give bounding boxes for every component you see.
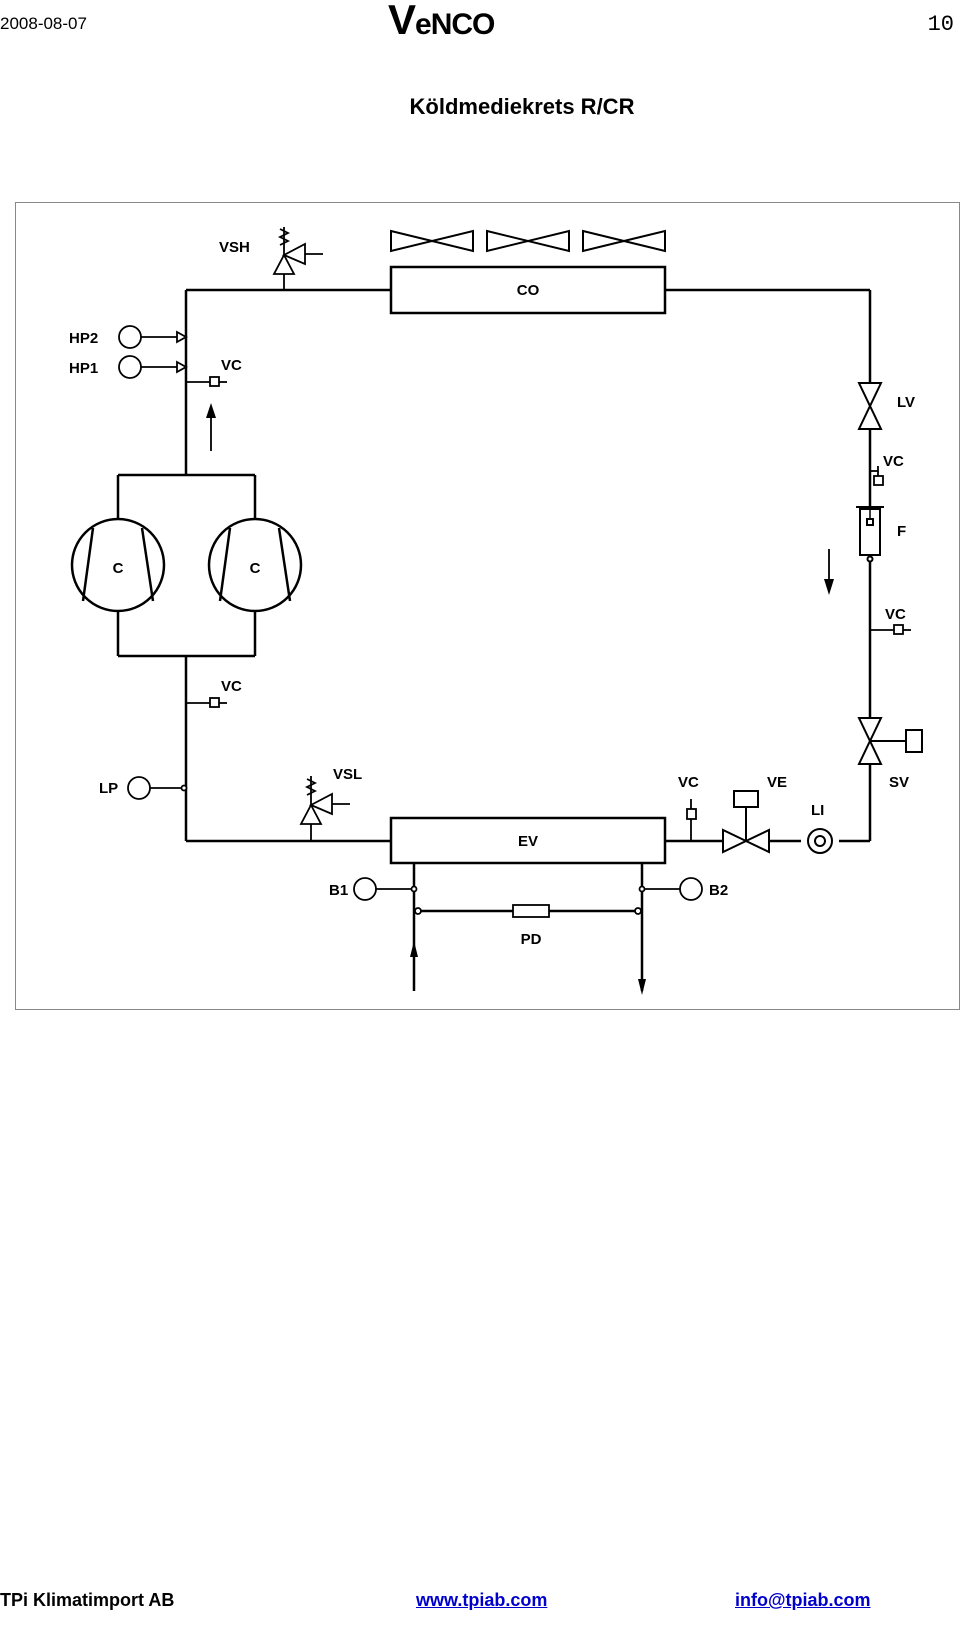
- header-date: 2008-08-07: [0, 14, 87, 33]
- circuit-svg: CO EV VSH HP2: [69, 227, 923, 995]
- sv-solenoid-valve-icon: [857, 717, 923, 765]
- logo-letter-v: V: [388, 0, 416, 43]
- label-vc-suction: VC: [221, 678, 242, 695]
- label-vc-after-f: VC: [885, 606, 906, 623]
- label-vc-liquid: VC: [678, 774, 699, 791]
- label-lp: LP: [99, 780, 118, 797]
- venco-logo: VeNCO: [388, 0, 495, 44]
- logo-letters: eNCO: [415, 8, 495, 41]
- label-vsl: VSL: [333, 766, 362, 783]
- vc-suction-service-valve-icon: [186, 697, 227, 708]
- label-sv: SV: [889, 774, 909, 791]
- brine-outlet-arrow-icon: [638, 979, 646, 995]
- page-title: Köldmediekrets R/CR: [409, 94, 635, 119]
- lv-shutoff-valve-icon: [857, 382, 883, 430]
- hp1-pressure-switch-icon: [118, 355, 188, 379]
- label-vsh: VSH: [219, 239, 250, 256]
- label-co: CO: [517, 282, 540, 299]
- label-compressor-right: C: [250, 560, 261, 577]
- flow-arrow-down-icon: [824, 549, 834, 595]
- footer-website[interactable]: www.tpiab.com: [416, 1590, 547, 1611]
- li-sight-glass-icon: [807, 828, 833, 854]
- footer-company: TPi Klimatimport AB: [0, 1590, 175, 1610]
- label-compressor-left: C: [113, 560, 124, 577]
- fan-1: [390, 229, 474, 253]
- compressor-right-icon: [207, 517, 303, 613]
- b1-temperature-sensor-icon: [353, 877, 418, 901]
- condenser-fans: [390, 229, 666, 253]
- label-li: LI: [811, 802, 824, 819]
- label-b2: B2: [709, 882, 728, 899]
- vc-liquid-lower-service-valve-icon: [870, 624, 911, 635]
- pd-differential-pressure-icon: [414, 904, 642, 918]
- vc-injection-service-valve-icon: [686, 799, 697, 841]
- label-pd: PD: [521, 931, 542, 948]
- refrigerant-circuit-diagram: CO EV VSH HP2: [15, 202, 960, 1010]
- label-lv: LV: [897, 394, 915, 411]
- label-f: F: [897, 523, 906, 540]
- label-ve: VE: [767, 774, 787, 791]
- fan-2: [486, 229, 570, 253]
- footer-email[interactable]: info@tpiab.com: [735, 1590, 871, 1611]
- email-link[interactable]: info@tpiab.com: [735, 1590, 871, 1610]
- label-vc-discharge: VC: [221, 357, 242, 374]
- filter-drier-icon: [856, 506, 884, 563]
- label-b1: B1: [329, 882, 348, 899]
- vsh-safety-valve-icon: [272, 227, 323, 290]
- main-pipes: [116, 288, 872, 991]
- label-vc-after-lv: VC: [883, 453, 904, 470]
- condenser-box: [389, 265, 667, 315]
- compressor-left-icon: [70, 517, 166, 613]
- evaporator-box: [389, 816, 667, 865]
- vsl-safety-valve-icon: [299, 776, 350, 841]
- lp-pressure-switch-icon: [127, 776, 188, 800]
- flow-arrow-up-icon: [206, 403, 216, 451]
- website-link[interactable]: www.tpiab.com: [416, 1590, 548, 1610]
- ve-expansion-valve-icon: [722, 790, 770, 854]
- label-ev: EV: [518, 833, 538, 850]
- page-number: 10: [927, 12, 954, 37]
- label-hp2: HP2: [69, 330, 98, 347]
- b2-temperature-sensor-icon: [638, 877, 703, 901]
- fan-3: [582, 229, 666, 253]
- hp2-pressure-switch-icon: [118, 325, 188, 349]
- brine-inlet-arrow-icon: [410, 941, 418, 957]
- vc-liquid-upper-service-valve-icon: [870, 466, 884, 486]
- label-hp1: HP1: [69, 360, 98, 377]
- vc-discharge-service-valve-icon: [186, 376, 227, 387]
